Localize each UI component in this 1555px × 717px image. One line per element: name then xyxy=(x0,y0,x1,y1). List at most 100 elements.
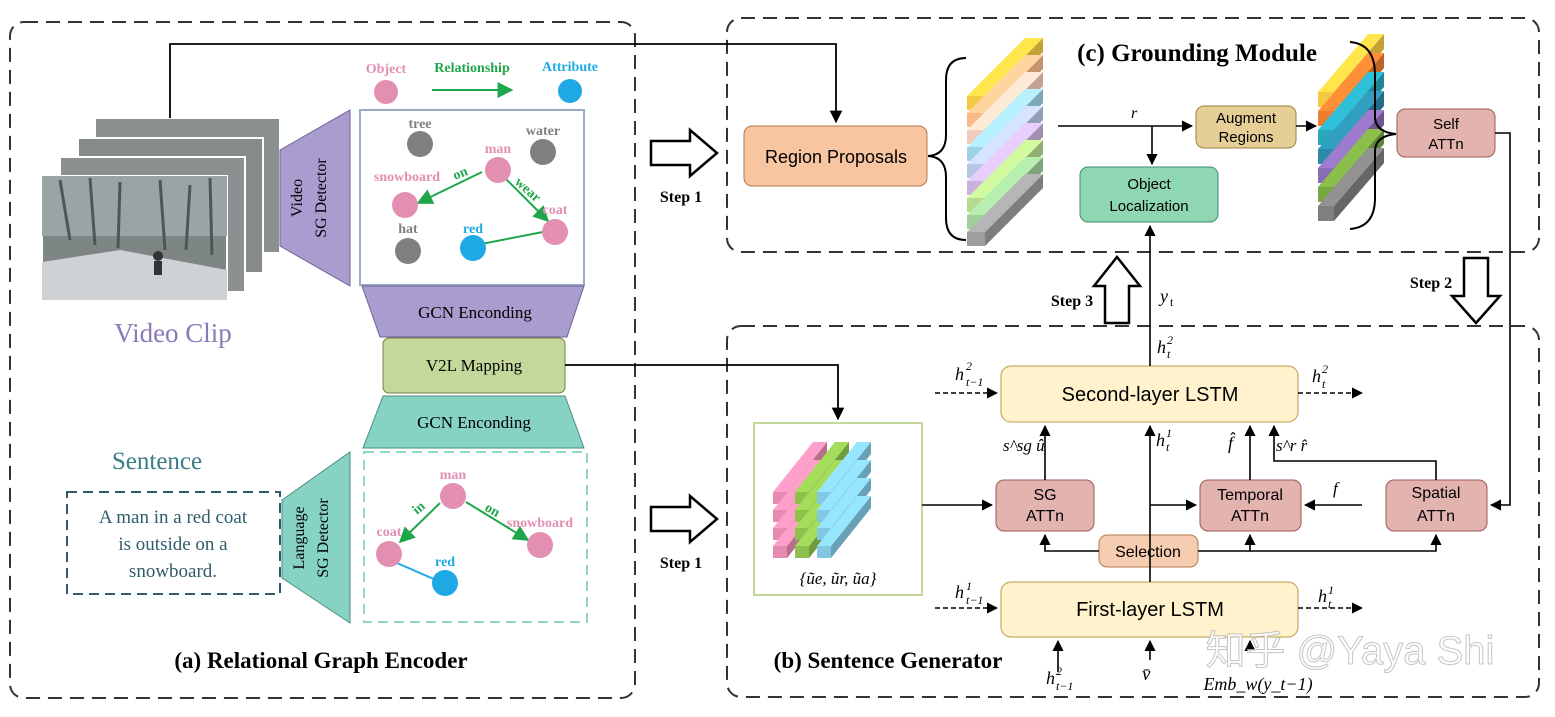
sg-attn-line1: SG xyxy=(1033,487,1056,504)
video-sg-detector xyxy=(279,109,351,287)
node-coat-label: coat xyxy=(543,203,568,218)
emb-label: Emb_w(y_t−1) xyxy=(1202,674,1312,695)
node-red-label: red xyxy=(463,222,483,237)
step3-label: Step 3 xyxy=(1051,293,1093,310)
sentence-line2: is outside on a xyxy=(118,534,228,555)
region-proposals-label: Region Proposals xyxy=(765,147,907,167)
augment-line2: Regions xyxy=(1218,129,1273,146)
svg-text:t−1: t−1 xyxy=(1056,679,1073,693)
gcn-top-shape xyxy=(361,285,585,338)
f-hat-label: f̂ xyxy=(1228,432,1236,453)
panel-b-math: h 2 t−1 h 2 t h 1 t−1 h 1 t h 2 t h 1 t … xyxy=(955,333,1334,693)
gcn-bottom-shape xyxy=(362,395,585,449)
object-loc-line1: Object xyxy=(1127,176,1171,193)
region-proposals xyxy=(743,125,928,187)
legend: Object Relationship Attribute xyxy=(366,60,598,104)
svg-text:t: t xyxy=(1166,440,1170,454)
svg-text:2: 2 xyxy=(966,359,972,373)
self-attn-line1: Self xyxy=(1433,116,1460,133)
region-bracket xyxy=(927,57,967,241)
step2-label: Step 2 xyxy=(1410,275,1452,292)
svg-text:2: 2 xyxy=(1167,333,1173,347)
augment-regions xyxy=(1195,105,1297,149)
panel-a-title: (a) Relational Graph Encoder xyxy=(174,648,467,673)
step1-arrow-bottom xyxy=(649,493,719,545)
region-feature-stack xyxy=(967,38,1043,246)
lang-node-snowboard-label: snowboard xyxy=(507,516,573,531)
spatial-attn-line1: Spatial xyxy=(1412,485,1461,502)
step1-bottom-label: Step 1 xyxy=(660,555,702,572)
v2l-to-features-line xyxy=(565,364,845,421)
ssg-label: s^sg û xyxy=(1003,436,1045,455)
augmented-feature-stack xyxy=(1318,34,1384,221)
sentence-line3: snowboard. xyxy=(129,561,217,582)
lang-detector-line2: SG Detector xyxy=(315,498,332,578)
svg-text:h: h xyxy=(1156,430,1165,450)
svg-text:t: t xyxy=(1328,597,1332,611)
legend-attribute-dot xyxy=(558,79,582,103)
svg-text:h: h xyxy=(1318,586,1327,606)
gcn-bottom-label: GCN Enconding xyxy=(417,413,531,432)
yt-label: y xyxy=(1158,286,1168,306)
node-snowboard xyxy=(392,192,418,218)
lang-node-snowboard xyxy=(527,532,553,558)
step1-top-label: Step 1 xyxy=(660,189,702,206)
object-loc-line2: Localization xyxy=(1109,198,1188,215)
legend-relationship-label: Relationship xyxy=(434,61,510,76)
lang-node-coat xyxy=(376,541,402,567)
panel-c-title: (c) Grounding Module xyxy=(1077,40,1317,67)
v2l-label: V2L Mapping xyxy=(426,356,523,375)
svg-text:t: t xyxy=(1322,377,1326,391)
spatial-attn-line2: ATTn xyxy=(1417,508,1455,525)
watermark: 知乎 @Yaya Shi xyxy=(1206,629,1495,673)
lang-node-red xyxy=(432,570,458,596)
video-frames xyxy=(41,117,281,301)
step2-arrow xyxy=(1449,256,1503,325)
node-water xyxy=(530,139,556,165)
node-water-label: water xyxy=(526,124,560,139)
legend-object-dot xyxy=(374,80,398,104)
node-red xyxy=(460,235,486,261)
lang-detector-line1: Language xyxy=(291,506,308,569)
svg-text:t−1: t−1 xyxy=(966,375,983,389)
sg-attn-line2: ATTn xyxy=(1026,508,1064,525)
sentence-line1: A man in a red coat xyxy=(99,507,248,528)
edge-on-lang: on xyxy=(482,500,502,520)
svg-text:h: h xyxy=(955,364,964,384)
lang-graph-nodes: man coat snowboard red xyxy=(376,468,573,596)
svg-text:h: h xyxy=(955,582,964,602)
video-graph-nodes: tree water man snowboard coat hat red xyxy=(374,117,568,264)
sentence-box xyxy=(66,491,281,595)
yt-sub: t xyxy=(1170,295,1174,309)
video-detector-line2: SG Detector xyxy=(313,158,330,238)
step1-arrow-top xyxy=(649,127,719,179)
gcn-top-label: GCN Enconding xyxy=(418,303,532,322)
video-clip-label: Video Clip xyxy=(114,318,232,348)
self-attn-bracket xyxy=(1349,41,1397,230)
panel-b-border xyxy=(726,325,1540,698)
svg-text:2: 2 xyxy=(1056,664,1062,678)
lang-node-man xyxy=(440,483,466,509)
vbar-label: v̄ xyxy=(1142,664,1151,685)
panel-b-title: (b) Sentence Generator xyxy=(774,648,1003,673)
legend-object-label: Object xyxy=(366,62,407,77)
panel-a-border xyxy=(9,21,636,699)
sr-label: s^r r̂ xyxy=(1276,436,1308,455)
video-detector-line1: Video xyxy=(289,179,306,217)
language-sg-detector xyxy=(281,451,351,624)
step3-arrow xyxy=(1091,254,1143,325)
node-man-label: man xyxy=(485,142,512,157)
panel-b-connectors xyxy=(922,132,1511,672)
node-man xyxy=(485,157,511,183)
clip-to-proposals-line xyxy=(169,43,843,124)
temporal-attn-line1: Temporal xyxy=(1217,487,1283,504)
first-lstm-label: First-layer LSTM xyxy=(1076,599,1224,621)
temporal-attn-line2: ATTn xyxy=(1231,508,1269,525)
lang-node-red-label: red xyxy=(435,555,455,570)
graph-feature-stack xyxy=(773,442,871,558)
node-snowboard-label: snowboard xyxy=(374,170,440,185)
node-hat-label: hat xyxy=(398,222,418,237)
svg-text:h: h xyxy=(1157,337,1166,357)
svg-text:2: 2 xyxy=(1322,362,1328,376)
